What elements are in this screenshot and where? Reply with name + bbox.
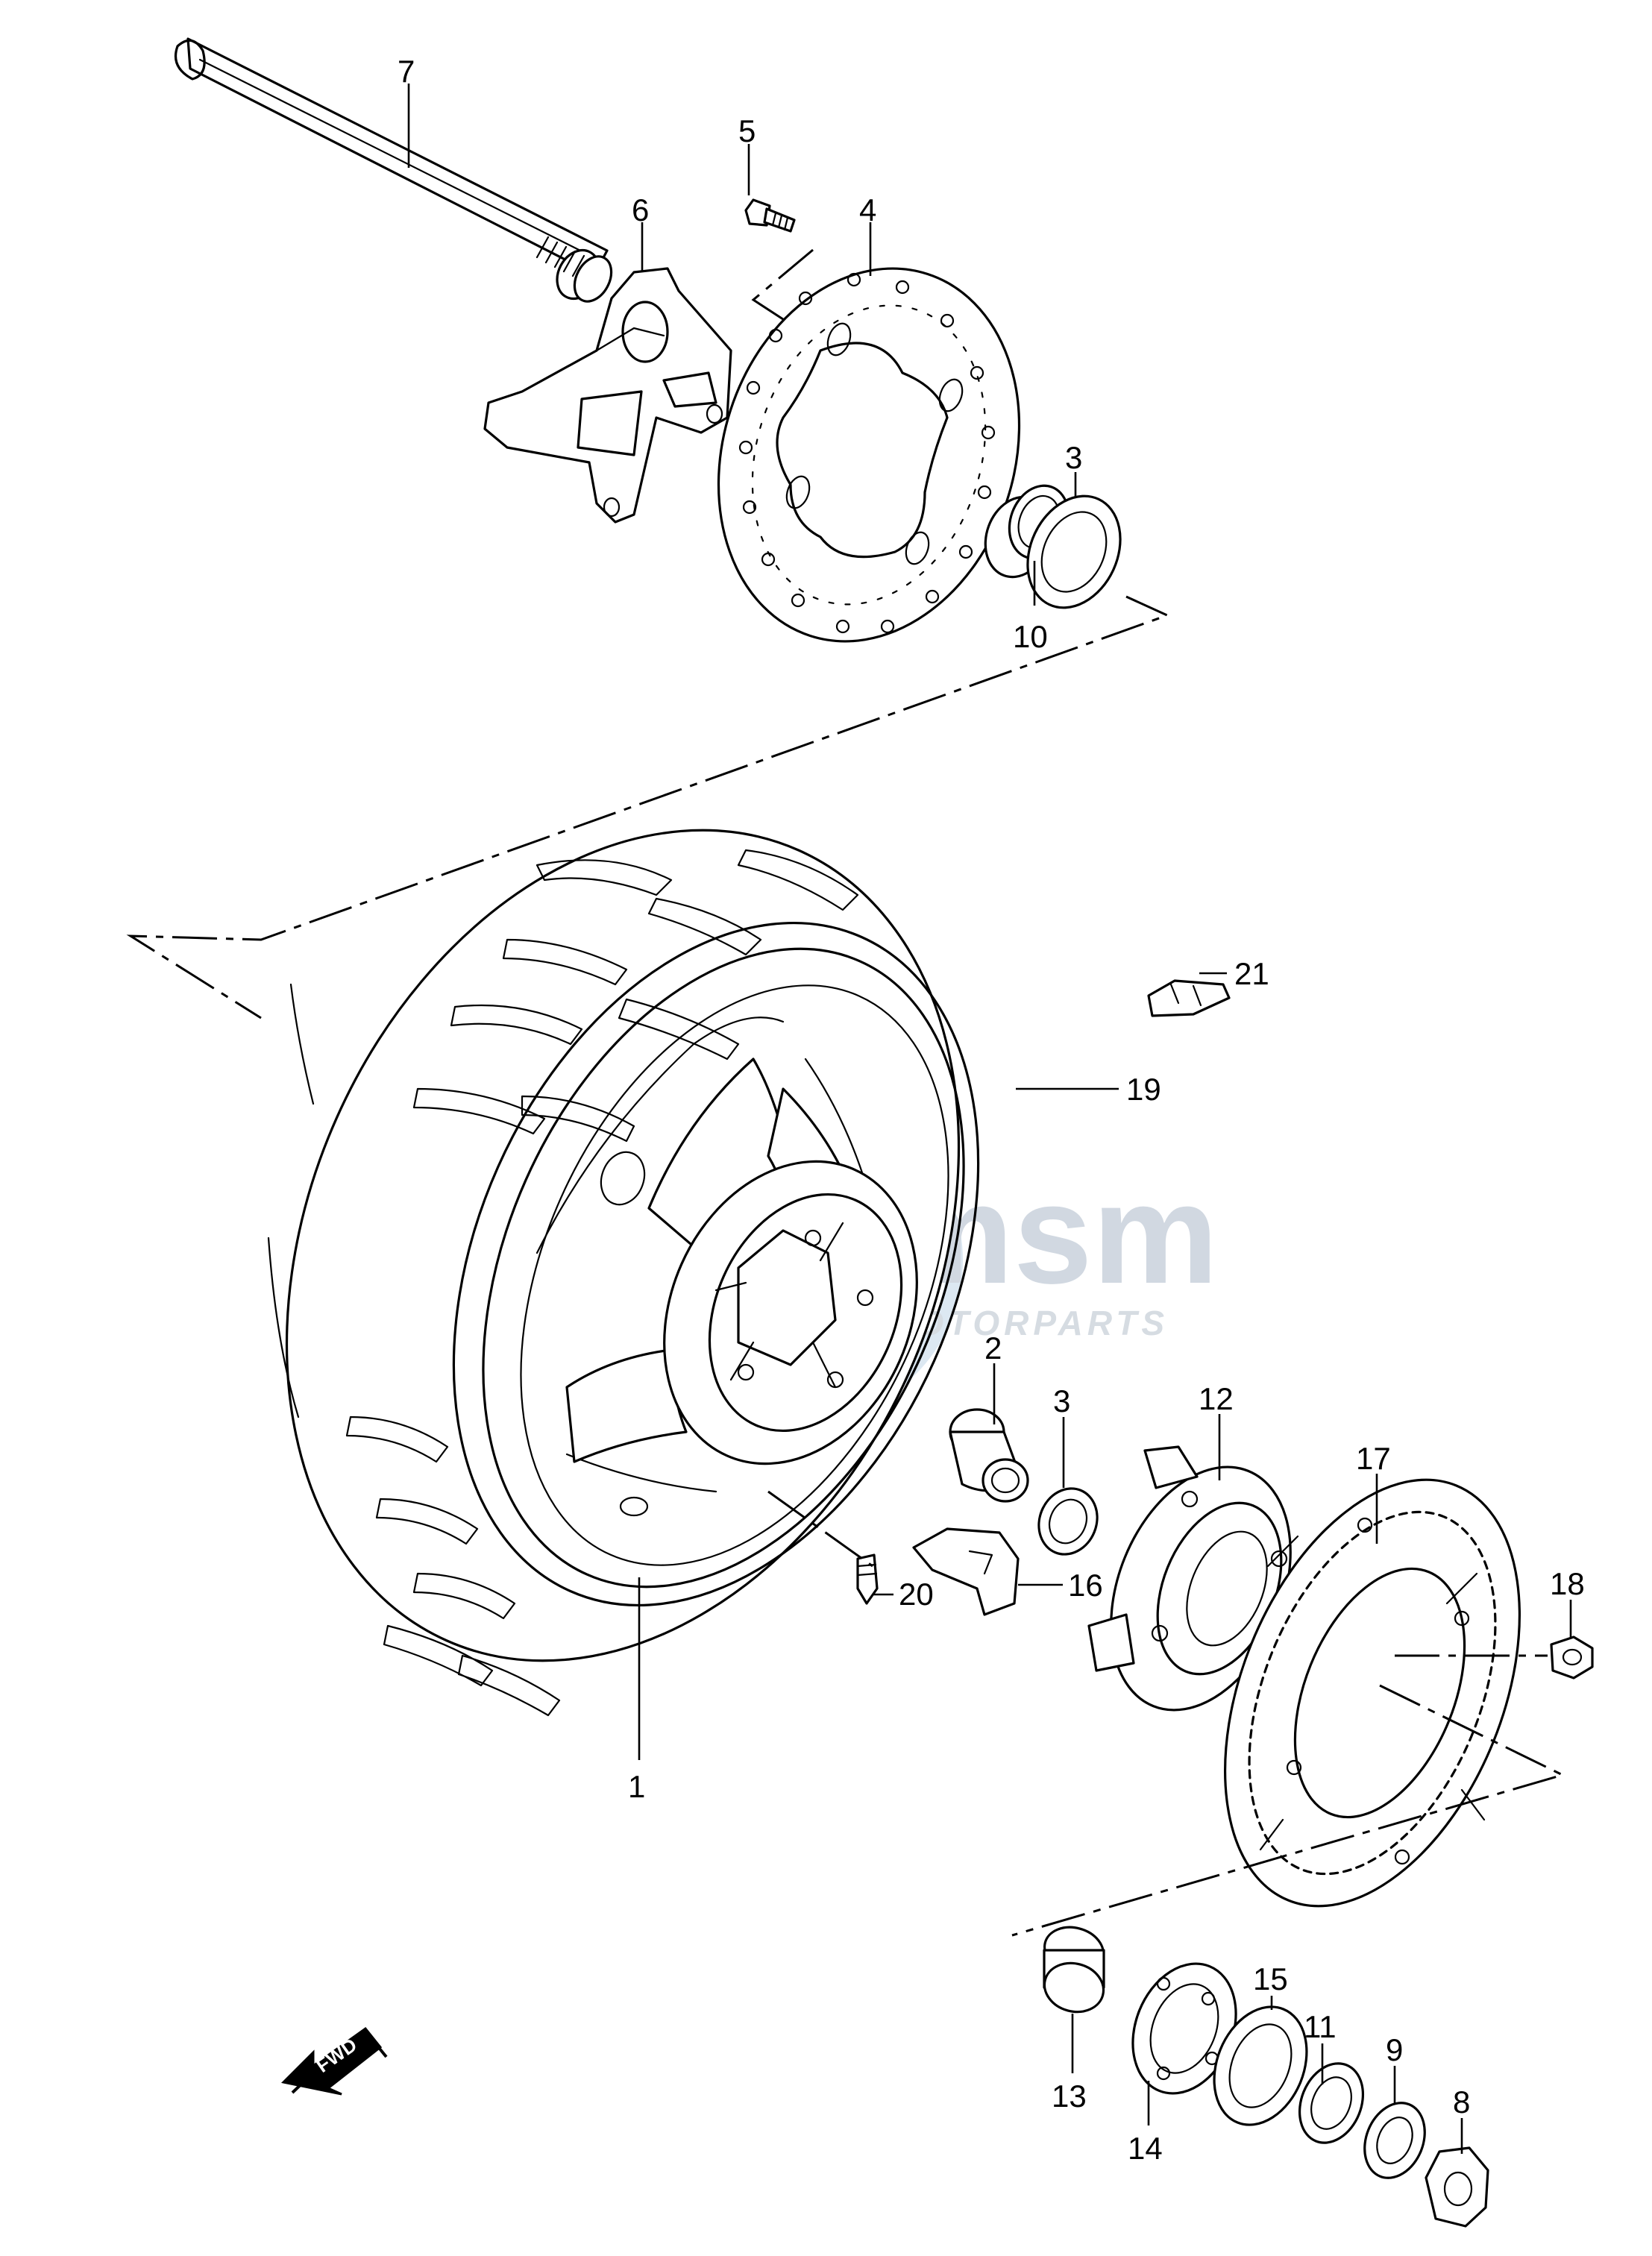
callout-18: 18 [1550,1566,1585,1601]
axle-thread [536,236,613,303]
wheel-rim-part [482,947,965,1589]
tire-part [267,829,980,1717]
bottom-spacer-part [1298,2062,1365,2144]
callout-2: 2 [984,1330,1002,1366]
sprocket-drum-part [1087,1445,1292,1712]
oil-seal-bottom-part [1213,2005,1308,2126]
tire-tread-pattern [267,849,859,1717]
callout-5: 5 [738,113,756,148]
callout-20: 20 [899,1577,934,1612]
callout-16: 16 [1068,1568,1103,1603]
disc-bolt-part [744,198,796,233]
collar-part [1043,1926,1105,2014]
tire-valve-part [856,1553,879,1605]
axle-nut-part [1425,2146,1489,2228]
forward-arrow-icon: FWD [280,2026,388,2096]
hub-spacer-part [949,1408,1029,1503]
callout-4: 4 [859,192,876,227]
callout-10: 10 [1013,619,1048,654]
callout-3-mid: 3 [1053,1383,1070,1418]
callout-1: 1 [628,1769,645,1804]
wheel-hub [663,1160,918,1465]
callout-21: 21 [1234,956,1269,991]
callout-13: 13 [1052,2079,1087,2114]
sprocket-nut-part [1550,1636,1594,1680]
washer-part [1363,2102,1426,2179]
callout-6: 6 [632,192,649,227]
oil-seal-top-part [1026,494,1122,609]
bearing-mid-part [1037,1487,1099,1556]
cush-damper-part [912,1527,1020,1616]
balance-weight-part [1147,979,1231,1017]
brake-disc-part [717,267,1021,643]
callout-7: 7 [398,54,415,89]
assembly-lines [126,248,1566,1937]
callout-11: 11 [1304,2009,1337,2044]
caliper-bracket-part [483,267,732,524]
callout-8: 8 [1453,2084,1470,2120]
callout-15: 15 [1253,1961,1288,1996]
callout-19: 19 [1126,1072,1161,1107]
callout-17: 17 [1356,1441,1391,1476]
callout-12: 12 [1199,1381,1234,1416]
leader-lines [407,84,1572,2154]
disc-vent-holes [738,272,996,634]
callout-3-top: 3 [1065,440,1082,475]
callout-labels: 7 5 6 4 3 10 21 19 1 2 3 12 17 18 16 20 … [398,54,1585,2166]
axle-part [174,37,613,303]
callout-14: 14 [1128,2131,1163,2166]
callout-9: 9 [1386,2032,1403,2067]
